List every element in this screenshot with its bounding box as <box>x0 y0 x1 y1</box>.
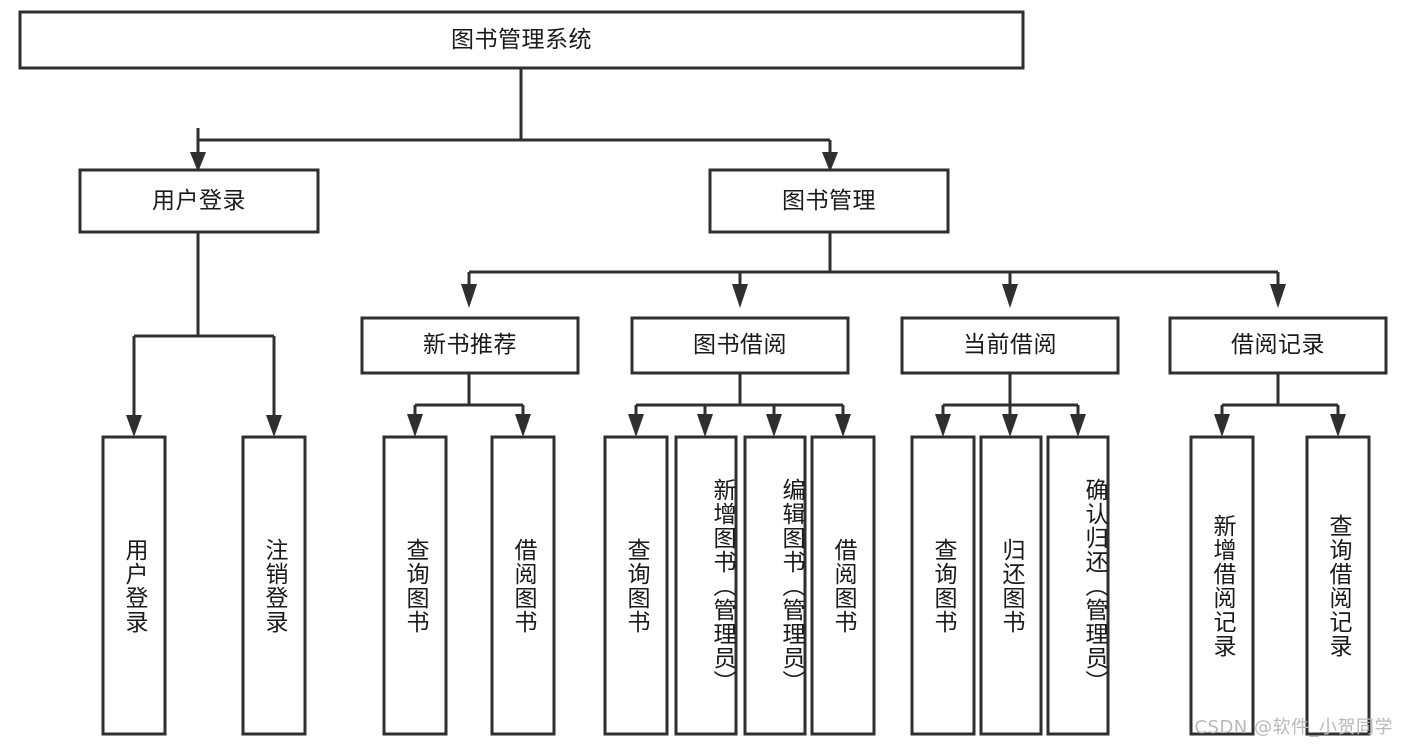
node-box-leaf-query-book-3[interactable] <box>910 435 976 736</box>
node-box-leaf-add-book[interactable] <box>674 435 738 736</box>
node-box-leaf-borrow-book-2[interactable] <box>810 435 876 736</box>
node-box-borrow-record[interactable] <box>1168 316 1388 375</box>
arrow-head-leaf-add-record <box>1214 414 1230 437</box>
edge-group-current-borrow <box>935 373 1086 437</box>
node-box-leaf-user-login[interactable] <box>101 435 167 736</box>
node-box-leaf-borrow-book-1[interactable] <box>490 435 556 736</box>
arrow-head-leaf-borrow-book-1 <box>515 414 531 437</box>
node-box-new-book-rec[interactable] <box>360 316 580 375</box>
arrow-head-current-borrow <box>1002 284 1018 308</box>
arrow-head-leaf-query-record <box>1330 414 1346 437</box>
node-box-root[interactable] <box>18 10 1025 70</box>
node-box-leaf-add-record[interactable] <box>1189 435 1255 736</box>
node-box-login[interactable] <box>78 168 320 234</box>
arrow-head-leaf-return-book <box>1002 414 1018 437</box>
arrow-head-new-book-rec <box>461 284 477 308</box>
edge-group-root <box>190 68 838 172</box>
arrow-head-book-mgmt <box>822 152 838 172</box>
node-box-book-mgmt[interactable] <box>708 168 950 234</box>
arrow-head-leaf-confirm-return <box>1070 414 1086 437</box>
edge-group-new-book-rec <box>407 373 531 437</box>
arrow-head-borrow-record <box>1270 284 1286 308</box>
node-box-leaf-logout[interactable] <box>241 435 307 736</box>
arrow-head-leaf-borrow-book-2 <box>835 414 851 437</box>
node-box-leaf-query-book-1[interactable] <box>382 435 448 736</box>
arrow-head-leaf-logout <box>266 415 282 437</box>
arrow-head-login <box>190 152 206 172</box>
node-box-current-borrow[interactable] <box>900 316 1120 375</box>
node-box-leaf-return-book[interactable] <box>979 435 1043 736</box>
edge-group-login <box>126 232 282 437</box>
node-box-book-borrow[interactable] <box>630 316 850 375</box>
arrow-head-leaf-add-book <box>697 414 713 437</box>
arrow-head-leaf-query-book-3 <box>935 414 951 437</box>
arrow-head-leaf-query-book-1 <box>407 414 423 437</box>
edge-group-book-mgmt <box>461 232 1286 308</box>
node-box-leaf-query-book-2[interactable] <box>603 435 669 736</box>
node-box-leaf-query-record[interactable] <box>1305 435 1371 736</box>
arrow-head-leaf-edit-book <box>766 414 782 437</box>
arrow-head-book-borrow <box>732 284 748 308</box>
node-box-leaf-confirm-return[interactable] <box>1046 435 1110 736</box>
csdn-watermark: CSDN @软件_小贺同学 <box>1194 717 1393 738</box>
edge-group-book-borrow <box>628 373 851 437</box>
arrow-head-leaf-query-book-2 <box>628 414 644 437</box>
node-box-leaf-edit-book[interactable] <box>743 435 807 736</box>
edge-group-borrow-record <box>1214 373 1346 437</box>
arrow-head-leaf-user-login <box>126 415 142 437</box>
